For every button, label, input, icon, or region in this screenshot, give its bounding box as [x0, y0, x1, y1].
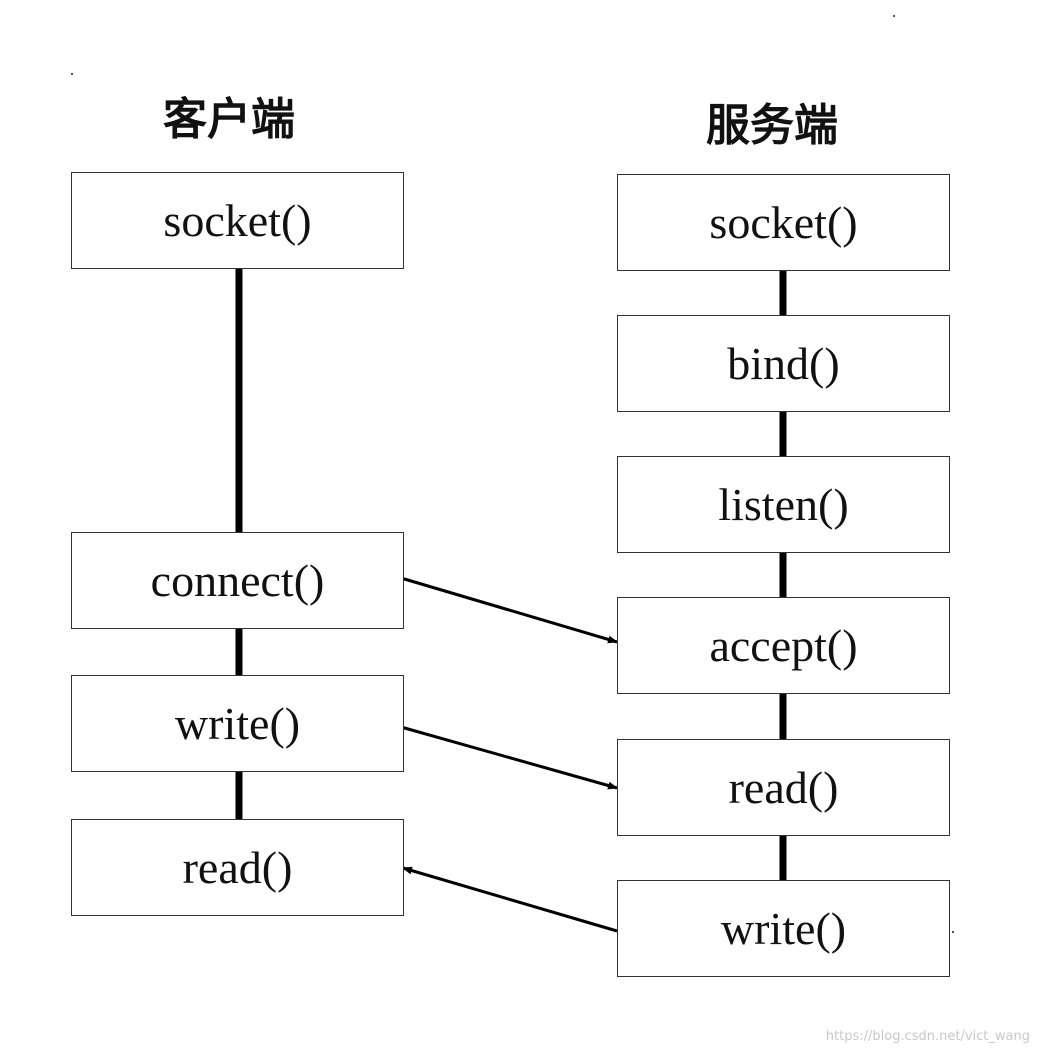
watermark: https://blog.csdn.net/vict_wang	[825, 1029, 1030, 1044]
server-accept-box: accept()	[617, 597, 950, 694]
client-socket-box: socket()	[71, 172, 404, 269]
arrow-write-to-read-reply	[402, 866, 618, 933]
server-listen-box: listen()	[617, 456, 950, 553]
server-header: 服务端	[706, 100, 838, 151]
arrow-write-to-read	[400, 725, 618, 790]
client-write-box: write()	[71, 675, 404, 772]
client-header: 客户端	[163, 94, 295, 145]
client-read-box: read()	[71, 819, 404, 916]
server-bind-box: bind()	[617, 315, 950, 412]
speck-mark	[893, 15, 895, 17]
server-write-box: write()	[617, 880, 950, 977]
speck-mark	[952, 931, 954, 933]
server-socket-box: socket()	[617, 174, 950, 271]
server-read-box: read()	[617, 739, 950, 836]
arrow-connect-to-accept	[400, 576, 618, 644]
client-connect-box: connect()	[71, 532, 404, 629]
speck-mark	[71, 73, 73, 75]
